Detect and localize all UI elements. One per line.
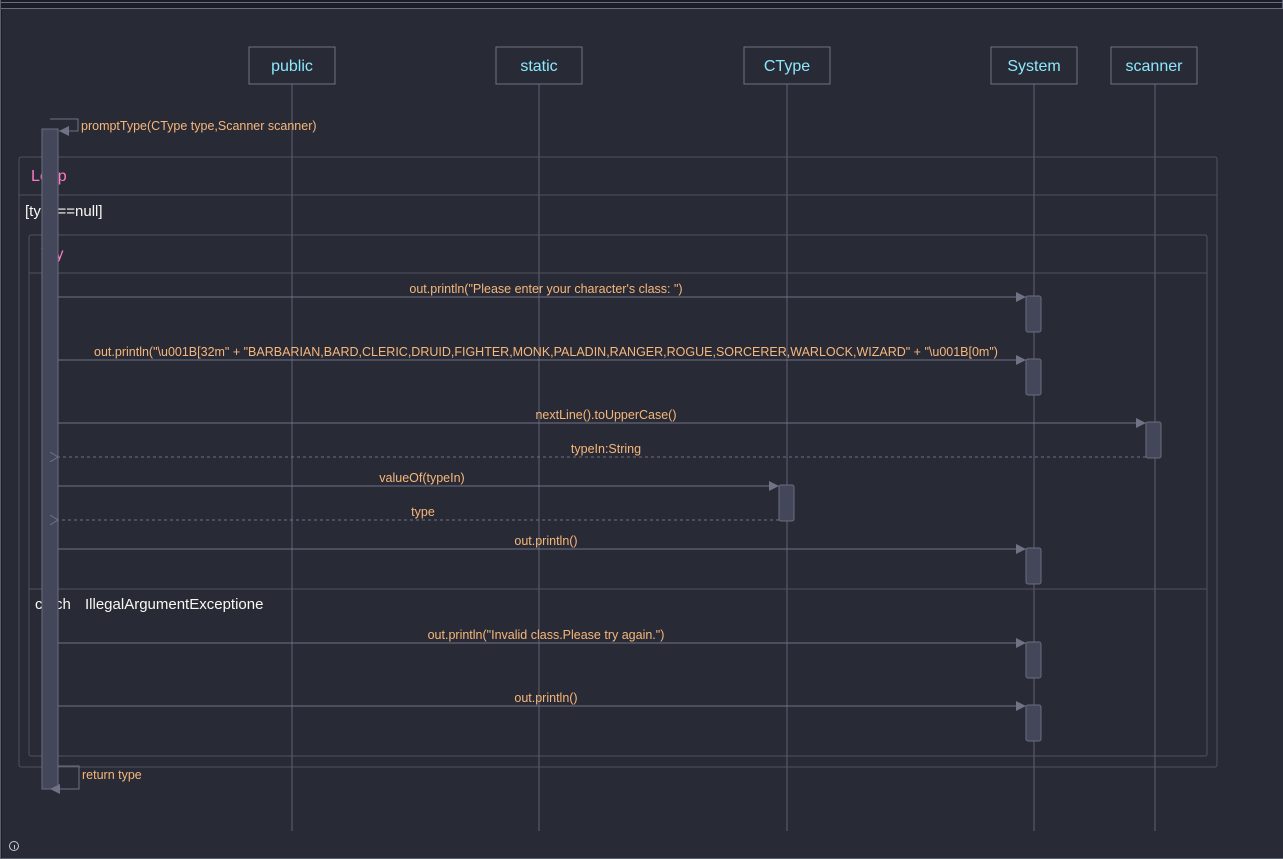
activation-system-3	[1025, 547, 1042, 585]
top-rule	[1, 2, 1283, 3]
self-call-label: promptType(CType type,Scanner scanner)	[81, 119, 317, 133]
message-label: out.println()	[514, 691, 577, 705]
loop-guard: [type==null]	[25, 203, 103, 220]
message-nextline[interactable]: nextLine().toUpperCase()	[58, 408, 1146, 428]
catch-exception: IllegalArgumentExceptione	[85, 596, 263, 613]
self-call[interactable]: promptType(CType type,Scanner scanner)	[50, 118, 317, 136]
diagram-canvas	[2, 9, 1283, 858]
activation-system-4	[1025, 641, 1042, 679]
message-valueof[interactable]: valueOf(typeIn)	[58, 471, 779, 491]
participant-label-ctype: CType	[764, 58, 810, 75]
self-return-label: return type	[82, 768, 142, 782]
message-label: nextLine().toUpperCase()	[535, 408, 676, 422]
participant-system[interactable]: System	[990, 46, 1078, 85]
participant-label-scanner: scanner	[1126, 58, 1184, 75]
message-label: out.println("Invalid class.Please try ag…	[428, 628, 665, 642]
activation-system-2	[1025, 358, 1042, 396]
message-println-empty[interactable]: out.println()	[58, 534, 1026, 554]
message-print-classes[interactable]: out.println("\u001B[32m" + "BARBARIAN,BA…	[58, 345, 1026, 365]
activation-system-1	[1025, 295, 1042, 333]
info-icon[interactable]	[9, 841, 19, 851]
message-label: valueOf(typeIn)	[379, 471, 464, 485]
message-label: out.println("Please enter your character…	[409, 282, 682, 296]
participant-static[interactable]: static	[495, 46, 583, 85]
activation-main	[41, 128, 59, 790]
message-label: type	[411, 505, 435, 519]
activation-scanner	[1145, 421, 1162, 459]
self-return[interactable]: return type	[50, 765, 142, 794]
message-println-empty-2[interactable]: out.println()	[58, 691, 1026, 711]
return-typein[interactable]: typeIn:String	[58, 442, 1146, 457]
message-label: out.println("\u001B[32m" + "BARBARIAN,BA…	[94, 345, 998, 359]
message-prompt-class[interactable]: out.println("Please enter your character…	[58, 282, 1026, 302]
participant-public[interactable]: public	[248, 46, 336, 85]
participant-label-system: System	[1007, 58, 1060, 75]
message-label: typeIn:String	[571, 442, 641, 456]
message-invalid-class[interactable]: out.println("Invalid class.Please try ag…	[58, 628, 1026, 648]
participant-scanner[interactable]: scanner	[1110, 46, 1198, 85]
return-type[interactable]: type	[58, 505, 779, 520]
participant-ctype[interactable]: CType	[743, 46, 831, 85]
message-label: out.println()	[514, 534, 577, 548]
activation-system-5	[1025, 704, 1042, 742]
participant-label-public: public	[271, 58, 313, 75]
top-rule-lower	[1, 8, 1283, 9]
participant-label-static: static	[520, 58, 557, 75]
activation-ctype	[778, 484, 795, 522]
